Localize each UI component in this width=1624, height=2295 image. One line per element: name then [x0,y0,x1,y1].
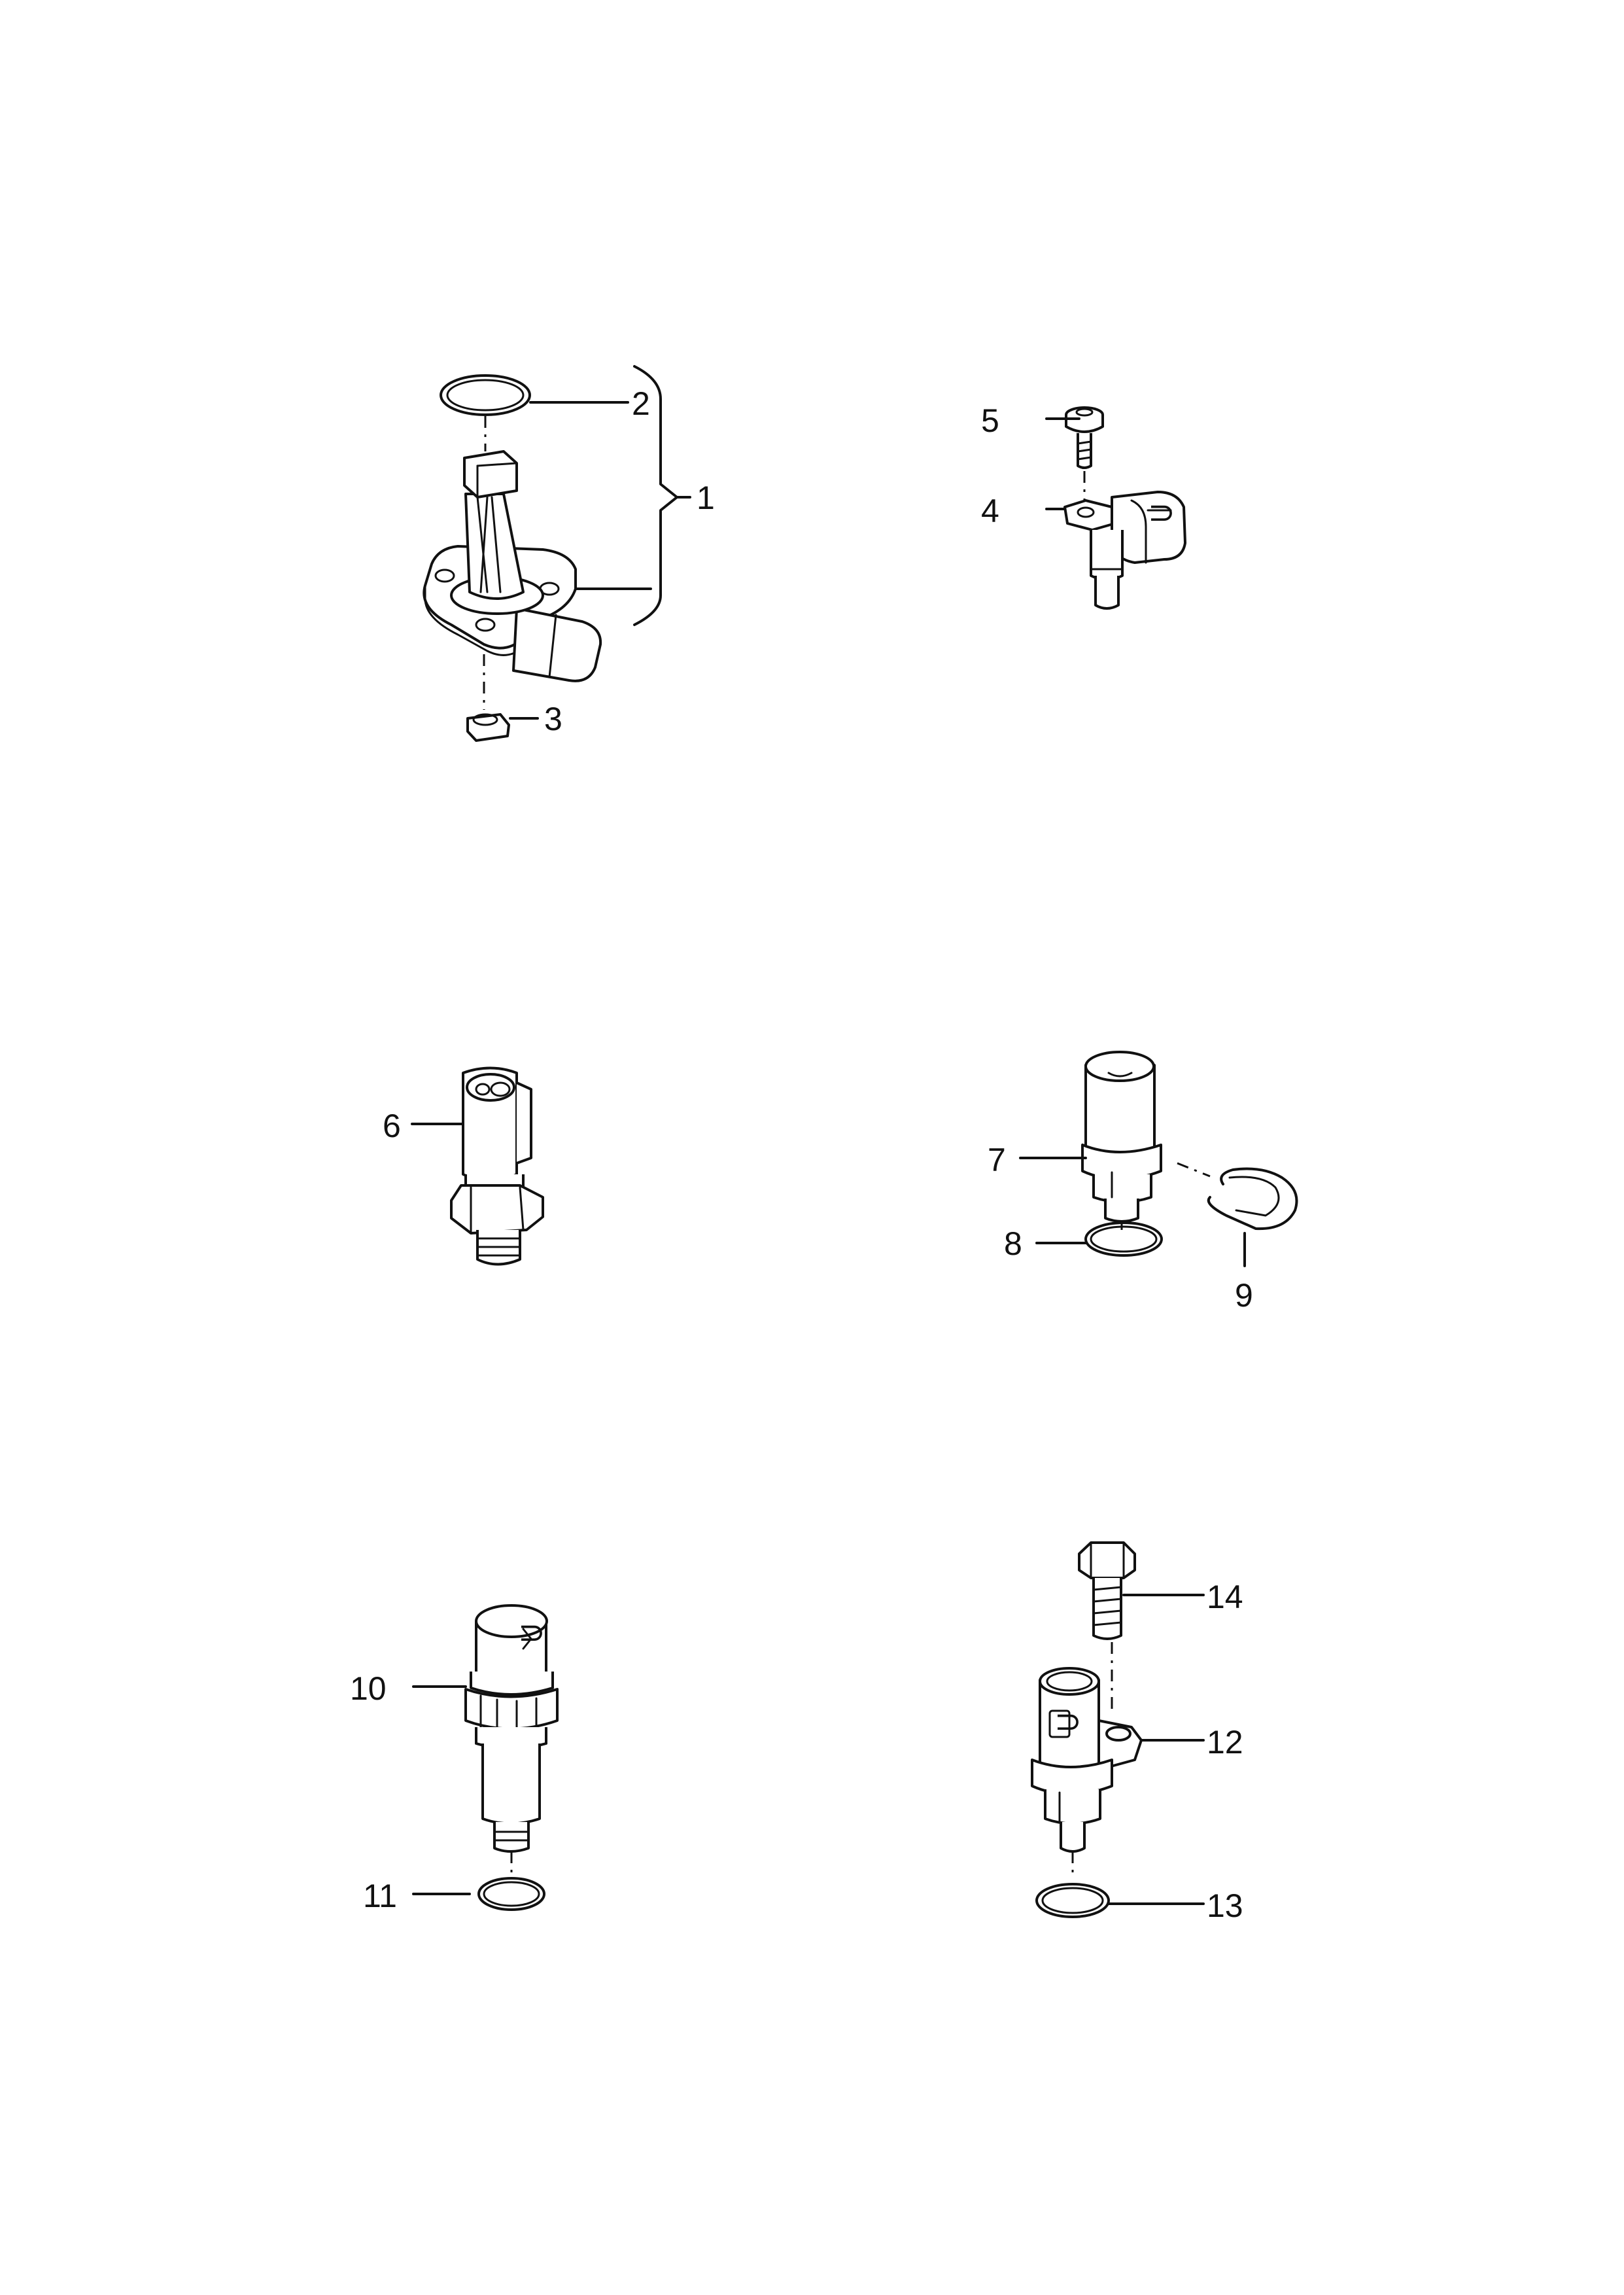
callout-8: 8 [1004,1225,1022,1262]
nut-part-3 [466,713,510,742]
callout-5: 5 [981,402,999,439]
temperature-sender-part-7 [1081,1051,1162,1223]
sensor-part-12: ⊃ [1031,1667,1143,1853]
bolt-part-14 [1078,1541,1136,1640]
callout-6: 6 [383,1108,401,1144]
o-ring-part-13 [1035,1883,1110,1918]
o-ring-part-11 [477,1877,545,1911]
svg-text:⊃: ⊃ [518,1614,545,1651]
callout-10: 10 [350,1670,387,1707]
sensor-bolt-assembly: ⊃ 14 12 13 [1031,1541,1243,1924]
callout-14: 14 [1207,1579,1243,1615]
svg-text:⊃: ⊃ [1148,494,1175,531]
callout-11: 11 [363,1878,397,1914]
callout-7: 7 [988,1142,1006,1178]
oil-pressure-switch-part-6: 6 [383,1066,544,1266]
callout-13: 13 [1207,1887,1243,1924]
o-ring-part-2 [440,374,531,416]
temperature-sender-assembly: 7 8 9 [988,1051,1298,1314]
svg-text:⊃: ⊃ [1054,1703,1082,1740]
callout-1: 1 [697,480,715,516]
callout-2: 2 [632,385,650,422]
coolant-sensor-assembly: ⊃ 10 11 [350,1604,559,1914]
speed-sensor-assembly: ⊃ 5 4 [981,402,1186,610]
callout-4: 4 [981,493,999,529]
oil-level-sensor-assembly: 1 2 3 [423,365,715,742]
sensor-part-10: ⊃ [464,1604,559,1853]
speed-sensor-part-4: ⊃ [1063,491,1186,610]
callout-3: 3 [544,701,562,737]
o-ring-part-8 [1084,1221,1163,1257]
callout-9: 9 [1235,1277,1253,1314]
callout-12: 12 [1207,1724,1243,1761]
bolt-part-5 [1065,406,1104,469]
retaining-clip-part-9 [1207,1167,1298,1231]
